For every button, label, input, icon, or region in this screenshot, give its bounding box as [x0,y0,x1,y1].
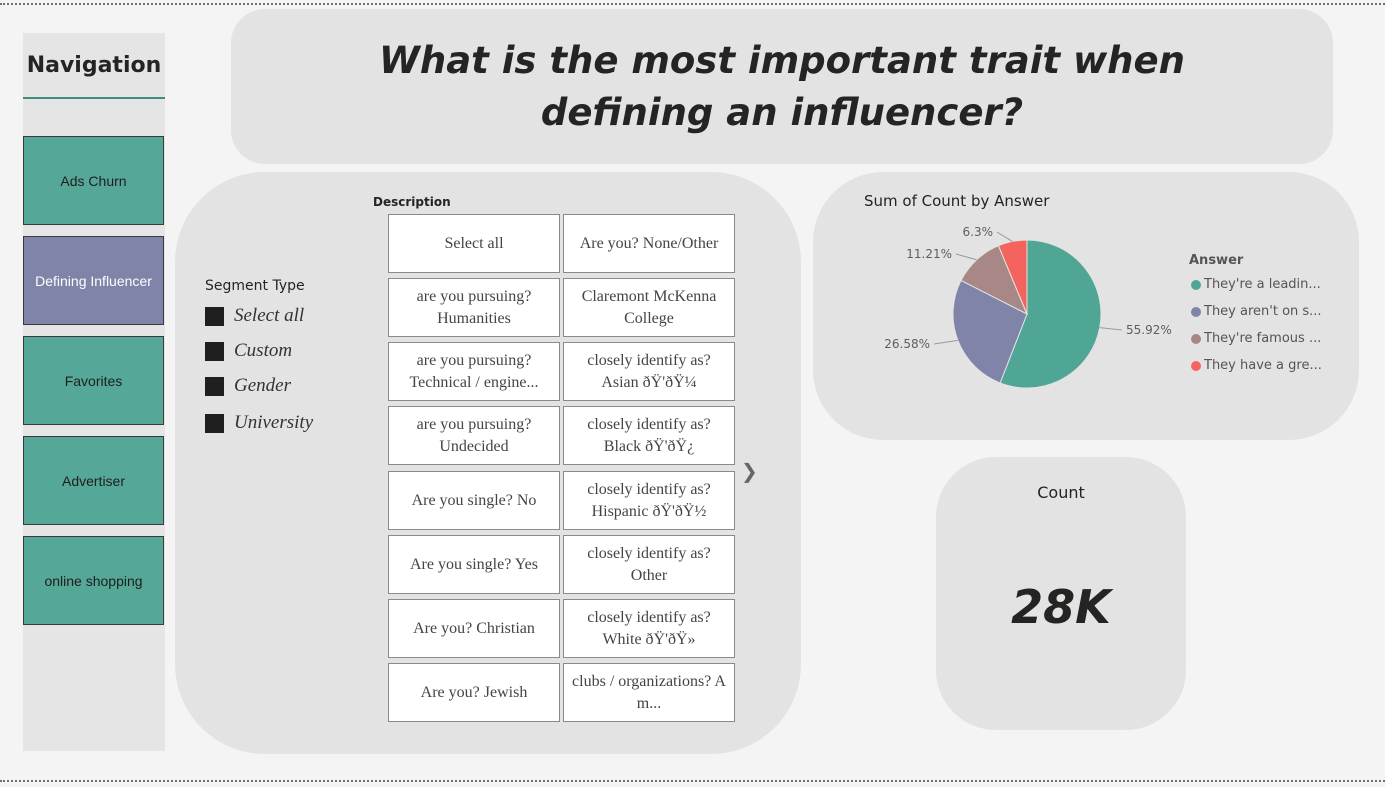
tile-label: closely identify as? White ðŸ'ðŸ» [587,608,711,648]
tile-label: are you pursuing? Humanities [416,287,532,327]
page-title: What is the most important trait when de… [379,38,1185,134]
description-tile[interactable]: are you pursuing? Humanities [388,278,560,337]
description-tile[interactable]: closely identify as? Hispanic ðŸ'ðŸ½ [563,471,735,530]
navigation-title: Navigation [23,33,165,99]
chart-title: Sum of Count by Answer [864,192,1050,210]
tile-label: closely identify as? Hispanic ðŸ'ðŸ½ [587,480,711,520]
chevron-right-icon[interactable]: ❯ [741,459,758,483]
tile-label: Are you? Christian [413,619,535,637]
segment-option-label: University [234,412,314,433]
tile-label: Select all [444,234,504,252]
segment-checkbox[interactable] [205,306,224,326]
description-tile[interactable]: closely identify as? White ðŸ'ðŸ» [563,599,735,658]
legend-item[interactable]: They aren't on s... [1191,304,1322,319]
tile-label: closely identify as? Other [587,544,711,584]
segment-option-gender[interactable]: Gender [205,375,291,397]
pie-data-label: 55.92% [1126,323,1172,337]
nav-button-online-shopping[interactable]: online shopping [23,536,164,625]
tile-label: clubs / organizations? A m... [572,672,726,712]
description-tile[interactable]: Are you? Christian [388,599,560,658]
tile-label: Are you single? Yes [410,555,538,573]
legend-item[interactable]: They're famous ... [1191,331,1321,346]
segment-option-custom[interactable]: Custom [205,340,292,362]
tile-label: Are you? None/Other [579,234,719,252]
description-tile[interactable]: clubs / organizations? A m... [563,663,735,722]
description-tile[interactable]: Are you? None/Other [563,214,735,273]
nav-button-ads-churn[interactable]: Ads Churn [23,136,164,225]
description-tile[interactable]: Claremont McKenna College [563,278,735,337]
tile-label: closely identify as? Black ðŸ'ðŸ¿ [587,415,711,455]
description-tile[interactable]: Are you single? No [388,471,560,530]
description-tile[interactable]: are you pursuing? Undecided [388,406,560,465]
segment-option-label: Custom [234,340,293,361]
description-tile[interactable]: are you pursuing? Technical / engine... [388,342,560,401]
top-divider [0,3,1385,5]
tile-label: Are you single? No [411,491,537,509]
pie-leader-line [955,253,977,261]
segment-checkbox[interactable] [205,413,224,433]
legend-dot [1191,306,1201,317]
segment-option-label: Gender [234,375,291,396]
pie-leader-line [933,339,958,345]
tile-label: Claremont McKenna College [581,287,717,327]
pie-leader-line [996,231,1013,242]
title-card: What is the most important trait when de… [231,9,1333,164]
segment-option-label: Select all [234,305,305,326]
pie-slice[interactable] [997,239,1028,315]
pie-data-label: 26.58% [884,337,930,351]
pie-slice[interactable] [999,239,1102,389]
description-tile[interactable]: Select all [388,214,560,273]
segment-checkbox[interactable] [205,376,224,396]
legend-label: They're a leadin... [1204,277,1321,292]
description-tile[interactable]: closely identify as? Other [563,535,735,594]
legend-title: Answer [1189,253,1244,268]
description-tile[interactable]: closely identify as? Black ðŸ'ðŸ¿ [563,406,735,465]
tile-label: closely identify as? Asian ðŸ'ðŸ¼ [587,351,711,391]
description-tile[interactable]: Are you? Jewish [388,663,560,722]
bottom-divider [0,780,1385,782]
tile-label: Are you? Jewish [420,683,528,701]
navigation-panel: Navigation Ads Churn Defining Influencer… [23,33,165,751]
legend-label: They have a gre... [1204,358,1322,373]
pie-leader-line [1099,327,1123,331]
segment-option-select-all[interactable]: Select all [205,305,304,327]
tile-label: are you pursuing? Technical / engine... [409,351,539,391]
nav-button-favorites[interactable]: Favorites [23,336,164,425]
description-tile[interactable]: closely identify as? Asian ðŸ'ðŸ¼ [563,342,735,401]
legend-item[interactable]: They're a leadin... [1191,277,1321,292]
segment-checkbox[interactable] [205,341,224,361]
pie-chart[interactable]: 55.92% 26.58% 11.21% 6.3% [860,218,1180,418]
legend-item[interactable]: They have a gre... [1191,358,1322,373]
legend-dot [1191,333,1201,344]
legend-label: They aren't on s... [1204,304,1322,319]
legend-dot [1191,360,1201,371]
count-card [936,457,1186,730]
segment-type-title: Segment Type [205,278,305,294]
nav-button-defining-influencer[interactable]: Defining Influencer [23,236,164,325]
description-tile[interactable]: Are you single? Yes [388,535,560,594]
nav-button-advertiser[interactable]: Advertiser [23,436,164,525]
legend-dot [1191,279,1201,290]
legend-label: They're famous ... [1204,331,1322,346]
segment-option-university[interactable]: University [205,412,313,434]
count-value: 28K [1011,580,1111,634]
description-slicer-title: Description [373,195,451,209]
pie-data-label: 11.21% [906,247,952,261]
pie-data-label: 6.3% [963,225,994,239]
count-label: Count [1037,483,1085,502]
tile-label: are you pursuing? Undecided [416,415,532,455]
